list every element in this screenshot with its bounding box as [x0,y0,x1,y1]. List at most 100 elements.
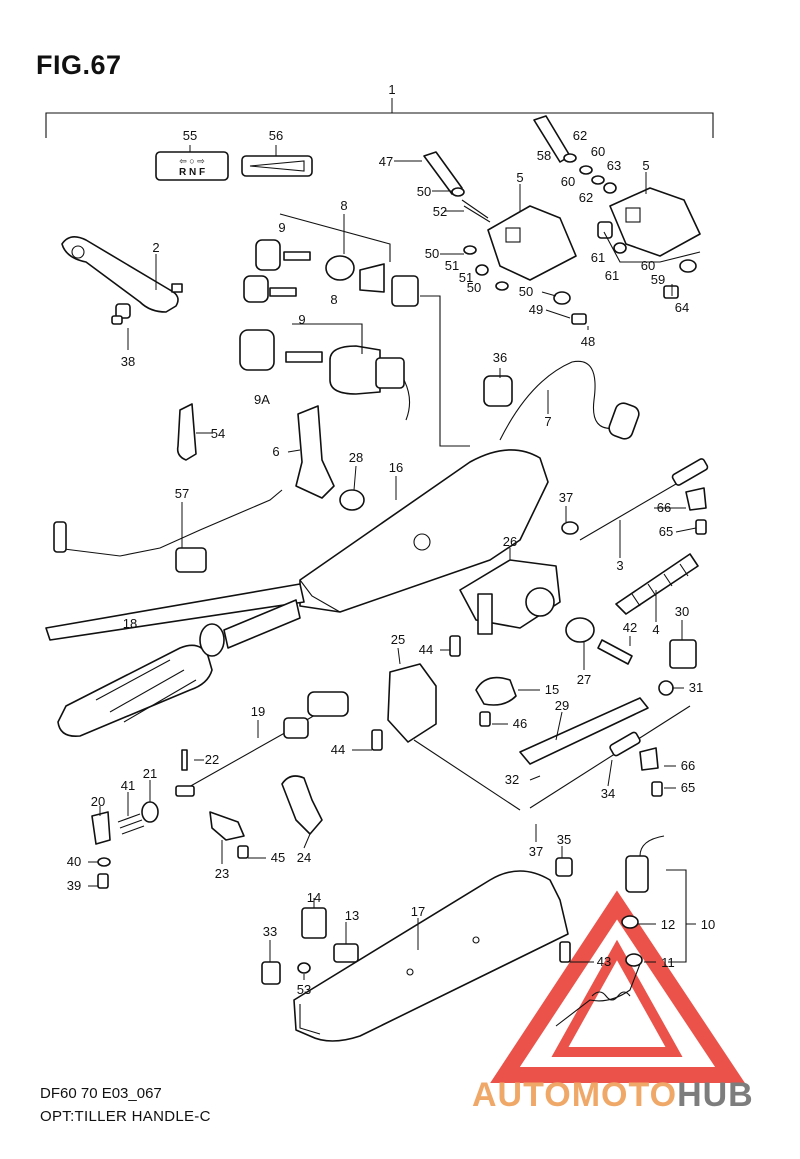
callout-33: 33 [263,924,277,939]
callout-28: 28 [349,450,363,465]
callout-18: 18 [123,616,137,631]
knob-15 [475,676,517,706]
callout-30: 30 [675,604,689,619]
callout-55: 55 [183,128,197,143]
callout-37a: 37 [559,490,573,505]
callout-50b: 50 [425,246,439,261]
callout-51a: 51 [445,258,459,273]
callout-11: 11 [661,955,675,970]
shift-decal-55: R N F ⇦ ○ ⇨ [155,151,229,181]
callout-40: 40 [67,854,81,869]
grommet-36 [483,375,513,407]
callout-64: 64 [675,300,689,315]
callout-61a: 61 [591,250,605,265]
bolt-47 [423,151,463,195]
svg-text:⇦ ○ ⇨: ⇦ ○ ⇨ [179,156,205,166]
spring-cover-4 [615,553,699,615]
part-13 [333,943,359,963]
callout-38: 38 [121,354,135,369]
callout-42: 42 [623,620,637,635]
figure-code: DF60 70 E03_067 [40,1085,162,1102]
callout-4: 4 [652,622,659,637]
callout-27: 27 [577,672,591,687]
callout-8a: 8 [340,198,347,213]
callout-22: 22 [205,752,219,767]
callout-8-bracket [292,323,363,354]
callout-60a: 60 [591,144,605,159]
pin-38 [111,303,131,325]
callout-63: 63 [607,158,621,173]
callout-44a: 44 [419,642,433,657]
leader-key-to-body [420,295,470,447]
callout-37b: 37 [529,844,543,859]
bracket-5-right [609,187,701,257]
callout-31: 31 [689,680,703,695]
cable-7 [499,360,617,441]
cable-19 [175,691,349,797]
callout-25: 25 [391,632,405,647]
callout-1-bracket [45,112,714,138]
callout-17: 17 [411,904,425,919]
plate-30 [669,639,697,669]
bracket-66-upper [685,487,707,511]
watermark-text-part1: AUTOMOTO [472,1076,678,1114]
callout-59: 59 [651,272,665,287]
rod-29 [519,697,649,765]
callout-14: 14 [307,890,321,905]
callout-60c: 60 [641,258,655,273]
bracket-25 [387,663,437,743]
callout-45: 45 [271,850,285,865]
callout-bracket-upper-right [603,231,701,263]
figure-description: OPT:TILLER HANDLE-C [40,1108,211,1125]
callout-60b: 60 [561,174,575,189]
callout-41: 41 [121,778,135,793]
figure-title: FIG.67 [36,50,122,80]
key-switch-upper [243,239,419,307]
callout-32: 32 [505,772,519,787]
callout-50c: 50 [467,280,481,295]
callout-53: 53 [297,982,311,997]
clamp-24 [281,775,323,835]
callout-15: 15 [545,682,559,697]
callout-62b: 62 [579,190,593,205]
callout-47: 47 [379,154,393,169]
callout-19: 19 [251,704,265,719]
callout-5b: 5 [642,158,649,173]
callout-1: 1 [388,82,395,97]
callout-49: 49 [529,302,543,317]
callout-61b: 61 [605,268,619,283]
stop-switch-10 [555,835,665,1027]
bracket-5-left [487,205,577,281]
callout-10: 10 [701,917,715,932]
callout-10-bracket [666,869,687,963]
callout-51b: 51 [459,270,473,285]
bushing-28 [339,489,365,511]
callout-48: 48 [581,334,595,349]
callout-34: 34 [601,786,615,801]
svg-text:R N F: R N F [179,167,205,178]
callout-29: 29 [555,698,569,713]
callout-2: 2 [152,240,159,255]
callout-46: 46 [513,716,527,731]
callout-20: 20 [91,794,105,809]
watermark-text: AUTOMOTOHUB [472,1076,754,1115]
callout-65b: 65 [681,780,695,795]
callout-52: 52 [433,204,447,219]
callout-57: 57 [175,486,189,501]
callout-8b: 8 [330,292,337,307]
callout-54: 54 [211,426,225,441]
callout-35: 35 [557,832,571,847]
callout-12: 12 [661,917,675,932]
callout-16: 16 [389,460,403,475]
watermark-text-part2: HUB [677,1076,754,1114]
callout-5a: 5 [516,170,523,185]
callout-50d: 50 [519,284,533,299]
callout-26: 26 [503,534,517,549]
lower-bracket-17 [293,870,569,1042]
tiller-grip-18 [45,583,305,738]
throttle-assembly-26 [459,559,561,635]
callout-58: 58 [537,148,551,163]
callout-39: 39 [67,878,81,893]
lever-2 [61,236,183,313]
callout-9A: 9A [254,392,270,407]
